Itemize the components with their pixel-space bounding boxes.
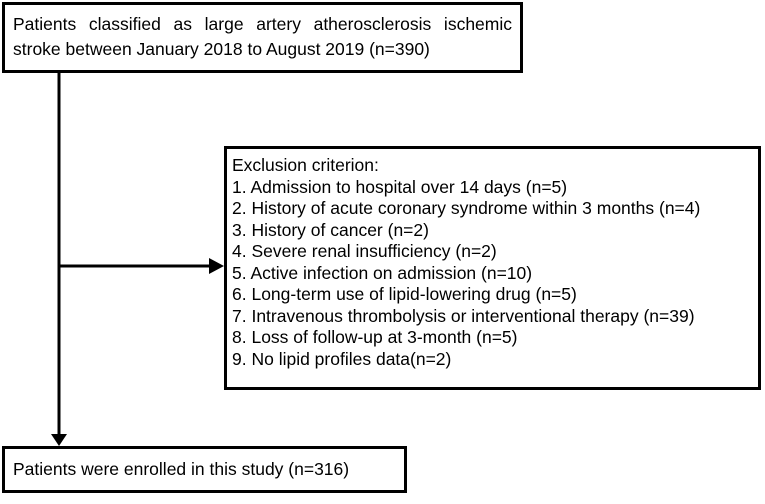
enrolled-population-text: Patients were enrolled in this study (n=… [13,459,350,479]
exclusion-item: 4. Severe renal insufficiency (n=2) [232,241,497,261]
exclusion-item: 2. History of acute coronary syndrome wi… [232,198,701,218]
initial-population-box: Patients classified as large artery athe… [2,2,523,73]
main-flow-arrowhead [51,434,67,446]
exclusion-item: 3. History of cancer (n=2) [232,219,429,240]
exclusion-item: 5. Active infection on admission (n=10) [232,262,533,283]
enrolled-population-box: Patients were enrolled in this study (n=… [2,446,407,493]
exclusion-item: 8. Loss of follow-up at 3-month (n=5) [232,327,518,347]
exclusion-criteria-box: Exclusion criterion: 1. Admission to hos… [224,146,761,390]
exclusion-item: 6. Long-term use of lipid-lowering drug … [232,284,577,304]
exclusion-branch-arrowhead [209,258,224,274]
initial-population-text: Patients classified as large artery athe… [13,14,512,59]
exclusion-item: 1. Admission to hospital over 14 days (n… [232,176,568,197]
exclusion-item: 9. No lipid profiles data(n=2) [232,348,452,369]
exclusion-item: 7. Intravenous thrombolysis or intervent… [232,305,695,326]
exclusion-criteria-title: Exclusion criterion: [232,155,379,175]
